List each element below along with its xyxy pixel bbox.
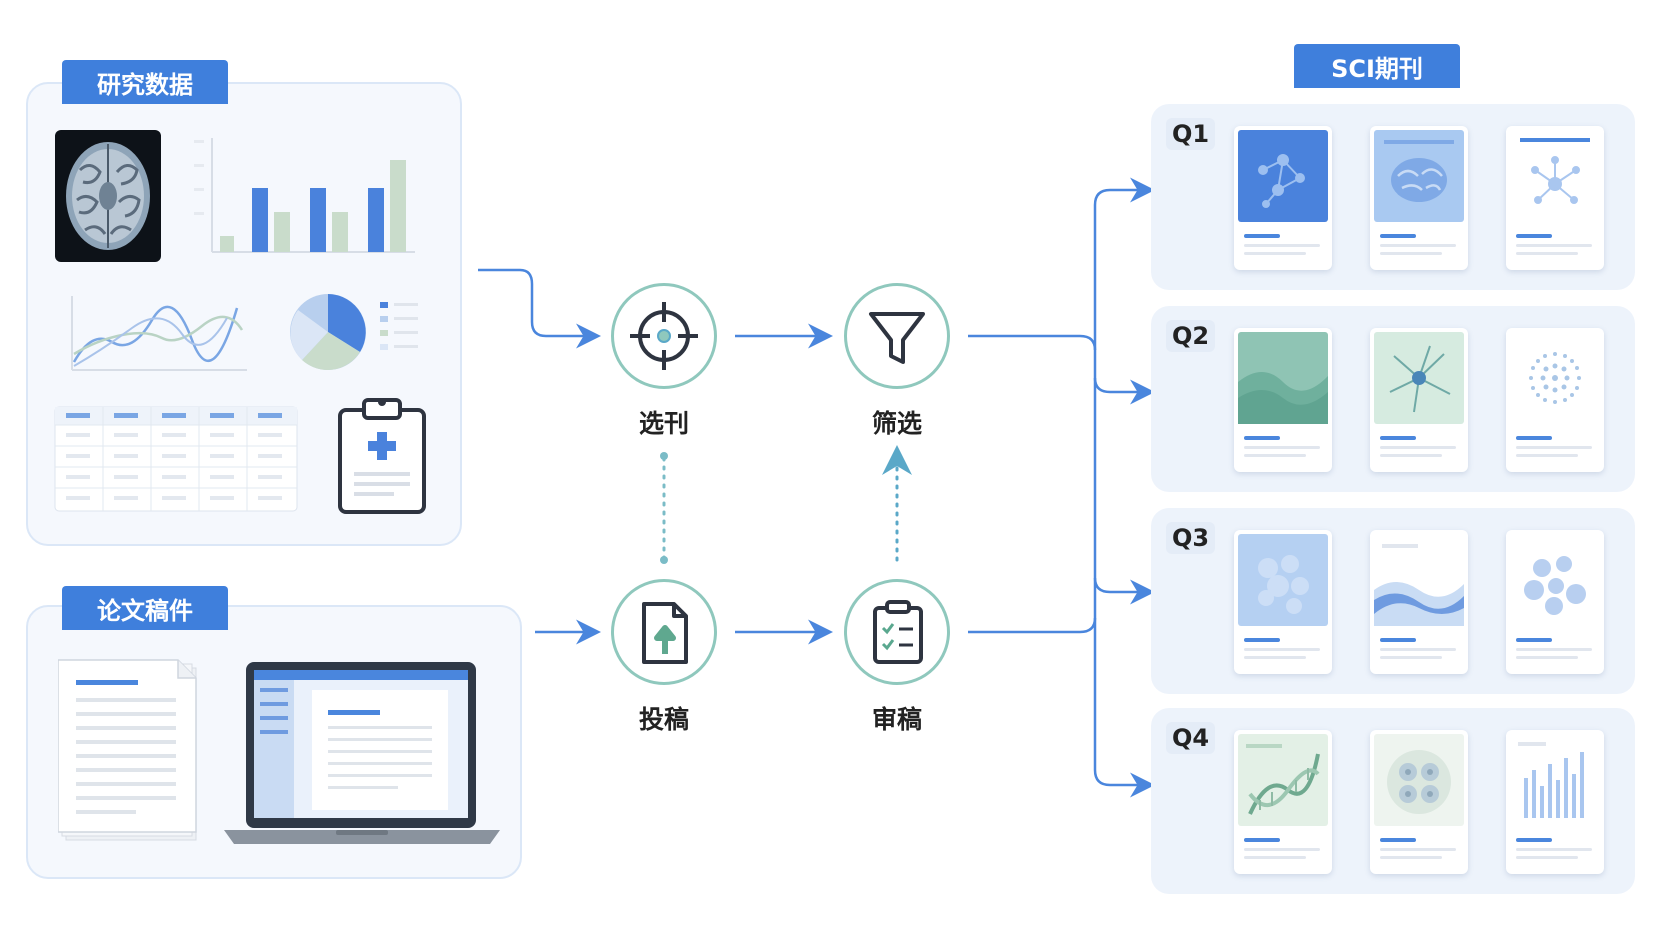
journal-cover-card <box>1234 328 1332 472</box>
manuscript-label: 论文稿件 <box>62 586 228 630</box>
arrow-data-to-select <box>478 268 601 349</box>
journal-cover-card <box>1234 530 1332 674</box>
select-journal-step <box>611 283 717 389</box>
journal-cover-card <box>1370 530 1468 674</box>
quartile-q4-label: Q4 <box>1166 722 1216 754</box>
quartile-q1-label: Q1 <box>1166 118 1216 150</box>
sci-journal-label: SCI期刊 <box>1294 44 1460 88</box>
laptop-icon <box>224 662 500 844</box>
review-label: 审稿 <box>871 705 922 734</box>
target-icon <box>630 302 698 370</box>
journal-cover-card <box>1370 328 1468 472</box>
journal-cover-card <box>1234 730 1332 874</box>
journal-cover-card <box>1506 328 1604 472</box>
medical-clipboard-icon <box>338 398 426 514</box>
arrow-filter-to-journals <box>968 334 1097 351</box>
pie-chart-icon <box>290 294 418 370</box>
line-chart-icon <box>71 296 247 371</box>
filter-label: 筛选 <box>871 409 922 438</box>
bar-chart-icon <box>194 138 415 253</box>
journal-cover-card <box>1506 730 1604 874</box>
journal-bracket <box>1093 177 1155 206</box>
paper-stack-icon <box>58 659 197 841</box>
clipboard-check-icon <box>873 600 923 664</box>
journal-cover-card <box>1234 126 1332 270</box>
filter-step <box>844 283 950 389</box>
journal-cover-card <box>1506 530 1604 674</box>
quartile-q2-label: Q2 <box>1166 320 1216 352</box>
arrow-review-to-journals <box>968 617 1097 634</box>
submit-step <box>611 579 717 685</box>
submit-label: 投稿 <box>638 705 689 734</box>
brain-scan-image <box>55 130 161 262</box>
journal-cover-card <box>1370 730 1468 874</box>
review-step <box>844 579 950 685</box>
quartile-q3-label: Q3 <box>1166 522 1216 554</box>
file-upload-icon <box>642 602 688 664</box>
funnel-icon <box>869 312 925 364</box>
journal-cover-card <box>1370 126 1468 270</box>
data-table-icon <box>54 406 298 512</box>
research-data-label: 研究数据 <box>62 60 228 104</box>
select-journal-label: 选刊 <box>638 409 689 438</box>
journal-cover-card <box>1506 126 1604 270</box>
